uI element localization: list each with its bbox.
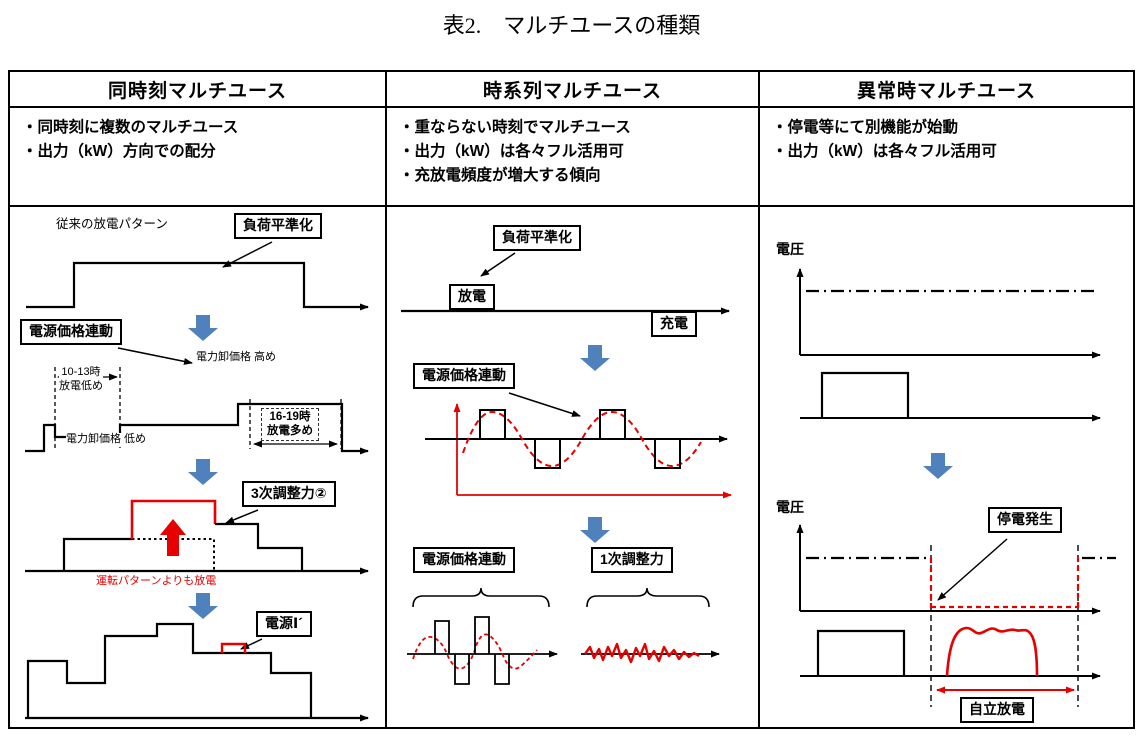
col3-bullet-2: ・出力（kW）は各々フル活用可 <box>772 143 997 161</box>
red-notch <box>220 642 247 653</box>
red-self-discharge-curve <box>945 626 1039 677</box>
outage-box: 停電発生 <box>988 507 1062 533</box>
pointer-outage <box>937 538 1008 601</box>
brace-price-linked <box>412 587 550 608</box>
price-linked-box: 電源価格連動 <box>20 319 122 345</box>
red-frequency-signal <box>584 642 700 664</box>
pulse-down <box>654 439 681 469</box>
col1-diagram-svg <box>25 241 369 722</box>
price-linked-box-2: 電源価格連動 <box>413 547 515 573</box>
red-up-arrow-icon <box>160 519 186 556</box>
col2-bullet-3: ・充放電頻度が増大する傾向 <box>399 167 601 185</box>
col1-bullet-2: ・出力（kW）方向での配分 <box>22 143 216 161</box>
col3-header: 異常時マルチユース <box>760 72 1133 108</box>
multiuse-table: 同時刻マルチユース 時系列マルチユース 異常時マルチユース ・同時刻に複数のマル… <box>8 70 1135 729</box>
col1-header: 同時刻マルチユース <box>10 72 387 108</box>
pulse-down <box>454 654 470 685</box>
time-10-13-label: 10-13時 放電低め <box>59 366 103 394</box>
blue-down-arrow-icon <box>923 453 953 479</box>
col3-bullet-1: ・停電等にて別機能が始動 <box>772 119 959 136</box>
blue-down-arrow-icon <box>188 459 218 485</box>
wholesale-low-label: 電力卸価格 低め <box>66 433 147 447</box>
red-price-curve <box>462 410 702 468</box>
col2-bullet-1: ・重ならない時刻でマルチユース <box>399 119 631 136</box>
col2-description: ・重ならない時刻でマルチユース ・出力（kW）は各々フル活用可 ・充放電頻度が増… <box>387 108 760 207</box>
primary-control-box: 1次調整力 <box>591 547 673 573</box>
pulse-up <box>474 616 490 654</box>
col3-diagram: 電圧 電圧 停電発生 自立放電 <box>760 207 1133 727</box>
tertiary-control-box: 3次調整力② <box>242 481 336 507</box>
pointer-price-linked <box>508 392 581 417</box>
pulse-output <box>816 629 906 676</box>
red-price-curve-small <box>412 633 538 670</box>
col3-diagram-svg <box>796 268 1116 707</box>
pointer-tertiary <box>225 509 259 524</box>
wholesale-high-label: 電力卸価格 高め <box>196 351 277 363</box>
pointer-load-leveling <box>480 252 516 277</box>
col2-diagram-svg <box>401 252 732 685</box>
blue-down-arrow-icon <box>188 315 218 341</box>
col2-bullet-2: ・出力（kW）は各々フル活用可 <box>399 143 624 161</box>
load-leveling-box: 負荷平準化 <box>234 213 322 239</box>
pulse-down <box>534 439 561 469</box>
self-discharge-box: 自立放電 <box>960 697 1034 723</box>
blue-down-arrow-icon <box>580 517 610 543</box>
waveform-step <box>62 537 132 571</box>
waveform-step <box>215 522 304 571</box>
col1-bullet-1: ・同時刻に複数のマルチユース <box>22 119 239 136</box>
waveform-price-linked <box>25 402 369 455</box>
source1-box: 電源Ⅰ´ <box>256 611 312 637</box>
waveform-red-raised <box>130 499 217 539</box>
price-linked-box: 電源価格連動 <box>413 363 515 389</box>
col1-description: ・同時刻に複数のマルチユース ・出力（kW）方向での配分 <box>10 108 387 207</box>
col1-diagram: 従来の放電パターン 負荷平準化 電源価格連動 電力卸価格 高め 10-13時 放… <box>10 207 387 727</box>
pulse-output <box>820 371 910 418</box>
charge-box: 充電 <box>651 311 697 337</box>
conventional-pattern-label: 従来の放電パターン <box>56 217 168 231</box>
voltage-label: 電圧 <box>776 241 804 257</box>
waveform-staircase <box>26 622 313 718</box>
pulse-up <box>434 620 450 654</box>
waveform-conventional <box>26 261 369 311</box>
time-16-19-label: 16-19時 放電多め <box>261 408 319 441</box>
blue-down-arrow-icon <box>188 593 218 619</box>
col3-description: ・停電等にて別機能が始動 ・出力（kW）は各々フル活用可 <box>760 108 1133 207</box>
more-discharge-note: 運転パターンよりも放電 <box>96 575 217 587</box>
pointer-price-linked <box>117 347 193 365</box>
voltage-label: 電圧 <box>776 499 804 515</box>
col2-diagram: 負荷平準化 放電 充電 電源価格連動 電源価格連動 1次調整力 <box>387 207 760 727</box>
pulse-up <box>599 409 626 439</box>
brace-primary <box>586 587 710 608</box>
discharge-box: 放電 <box>449 284 495 310</box>
pulse-up <box>479 409 506 439</box>
table-caption: 表2. マルチユースの種類 <box>442 13 701 38</box>
blue-down-arrow-icon <box>580 345 610 371</box>
load-leveling-box: 負荷平準化 <box>493 225 581 251</box>
col2-header: 時系列マルチユース <box>387 72 760 108</box>
pulse-down <box>494 654 510 685</box>
